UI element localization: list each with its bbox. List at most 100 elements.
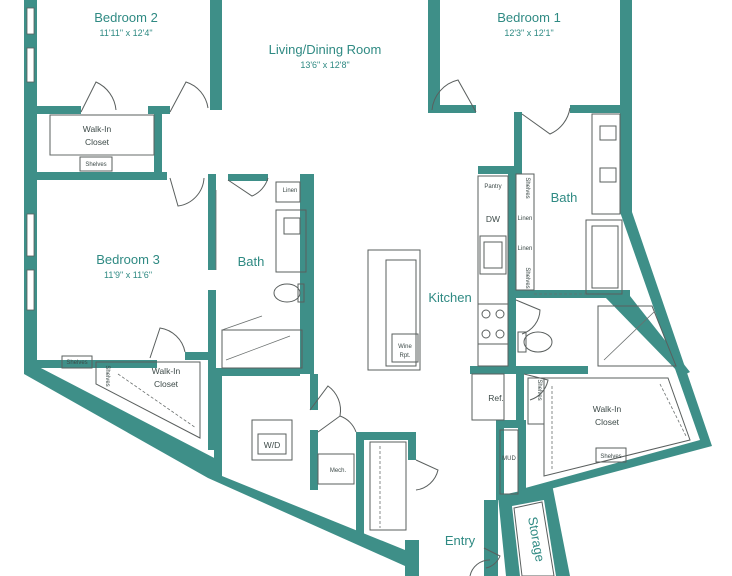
doors (80, 79, 571, 576)
wall-wic1-west (516, 374, 524, 426)
wall-entry-west (405, 540, 419, 576)
wine-label-1: Wine (398, 344, 412, 350)
bath-right-shelves-label: Shelves (524, 177, 530, 198)
bath-right-label: Bath (551, 190, 578, 205)
wic3-shelves-box (61, 355, 93, 369)
wic1-shelves-side-label: Shelves (536, 379, 542, 400)
wall-b1-west (428, 0, 440, 112)
wall-west-mid (24, 88, 37, 178)
wall-storage (498, 484, 570, 576)
wall-mud-east (518, 420, 526, 496)
vanity-left (275, 209, 307, 273)
wall-b3-south (37, 360, 157, 368)
storage-label: Storage (525, 515, 548, 562)
wall-b2-south-b (148, 106, 170, 114)
tub-right-inner (591, 225, 619, 289)
kitchen-sink-basin (483, 241, 503, 269)
kitchen-island (367, 249, 421, 371)
toilet-right (523, 331, 553, 353)
door-bedroom3 (169, 177, 205, 207)
wall-bath-left-south (216, 368, 300, 376)
wall-bath-left-east (300, 174, 314, 374)
wic3-label-1: Walk-In (152, 366, 181, 376)
wall-b1-south-a (428, 105, 476, 113)
living-dims: 13'6" x 12'8" (300, 60, 349, 70)
wall-entry-east (484, 500, 498, 576)
range-box (477, 303, 509, 345)
door-laundry (309, 385, 341, 417)
window-b3-a (26, 213, 35, 257)
island-counter-inner (385, 259, 417, 367)
door-wic3 (149, 327, 186, 359)
wine-label-2: Rpt. (399, 353, 410, 359)
ref-box (471, 373, 505, 421)
wic1-label-1: Walk-In (593, 404, 622, 414)
window-b3-b (26, 269, 35, 311)
linen-left-box (275, 181, 301, 203)
tub-left-line (225, 335, 291, 361)
wic3-shelves-label: Shelves (66, 360, 87, 366)
toilet-tank-left (297, 283, 305, 303)
wall-bath2-west (508, 298, 516, 370)
linen-left-label: Linen (283, 188, 298, 194)
wall-closet-east (408, 432, 416, 460)
entry-label: Entry (445, 533, 476, 548)
sink-left (283, 217, 301, 235)
wall-diagonal-sw-cap (37, 366, 60, 368)
kitchen-label: Kitchen (428, 290, 471, 305)
burner-3 (481, 329, 491, 339)
wic2-label-1: Walk-In (83, 124, 112, 134)
mech-label: Mech. (330, 468, 347, 474)
wall-mud-north (496, 420, 524, 428)
door-bedroom1 (431, 79, 477, 113)
washer-dryer-box (251, 419, 293, 461)
wic1-label-2: Closet (595, 417, 620, 427)
bath-left-label: Bath (238, 254, 265, 269)
tub-left (221, 329, 303, 369)
ref-label: Ref. (488, 393, 504, 403)
wic2-label-2: Closet (85, 137, 110, 147)
tub-left-door (221, 315, 263, 331)
bedroom3-name: Bedroom 3 (96, 252, 160, 267)
wall-b1-south-b (570, 105, 620, 113)
door-bedroom2 (169, 81, 209, 113)
burner-4 (495, 329, 505, 339)
toilet-tank-right (517, 331, 527, 353)
wall-diagonal-sw (24, 366, 405, 566)
wall-laundry-west (214, 374, 222, 464)
wic3-shelves-side-label: Shelves (104, 365, 110, 386)
fixture-labels: Shelves Shelves Shelves Shelves Shelves … (66, 162, 621, 474)
sink-right-2 (599, 167, 617, 183)
burner-1 (481, 309, 491, 319)
door-storage (483, 547, 501, 569)
wd-label: W/D (264, 440, 281, 450)
wall-closet-west (356, 432, 364, 544)
toilet-left (273, 283, 301, 303)
bedroom3-dims: 11'9" x 11'6" (104, 270, 152, 280)
wic2-shelves-box (79, 156, 113, 172)
burner-2 (495, 309, 505, 319)
door-entry-closet (415, 459, 439, 491)
pantry-label: Pantry (484, 184, 501, 190)
bath-right-shelves-label-2: Shelves (524, 267, 530, 288)
wall-b2-east (210, 0, 222, 110)
door-wic2 (80, 81, 117, 113)
bedroom2-dims: 11'11" x 12'4" (99, 28, 152, 38)
wall-shower-diag (604, 296, 690, 376)
shower-right (597, 305, 677, 367)
wic1-shelves-box (595, 447, 627, 463)
wall-wic2-east (154, 114, 162, 176)
dw-label: DW (486, 214, 500, 224)
linen-right-column (515, 173, 535, 291)
wall-closet-north (356, 432, 416, 440)
wall-b3-east (208, 174, 216, 270)
washer-dryer-inner (257, 433, 287, 455)
door-bath-b1 (521, 107, 571, 135)
wall-b1-bath-div (514, 112, 522, 174)
windows (26, 7, 35, 311)
wall-wic1-north (516, 366, 588, 374)
storage-area (513, 501, 555, 576)
bedroom1-name: Bedroom 1 (497, 10, 561, 25)
wic2-shelves-label: Shelves (85, 162, 106, 168)
